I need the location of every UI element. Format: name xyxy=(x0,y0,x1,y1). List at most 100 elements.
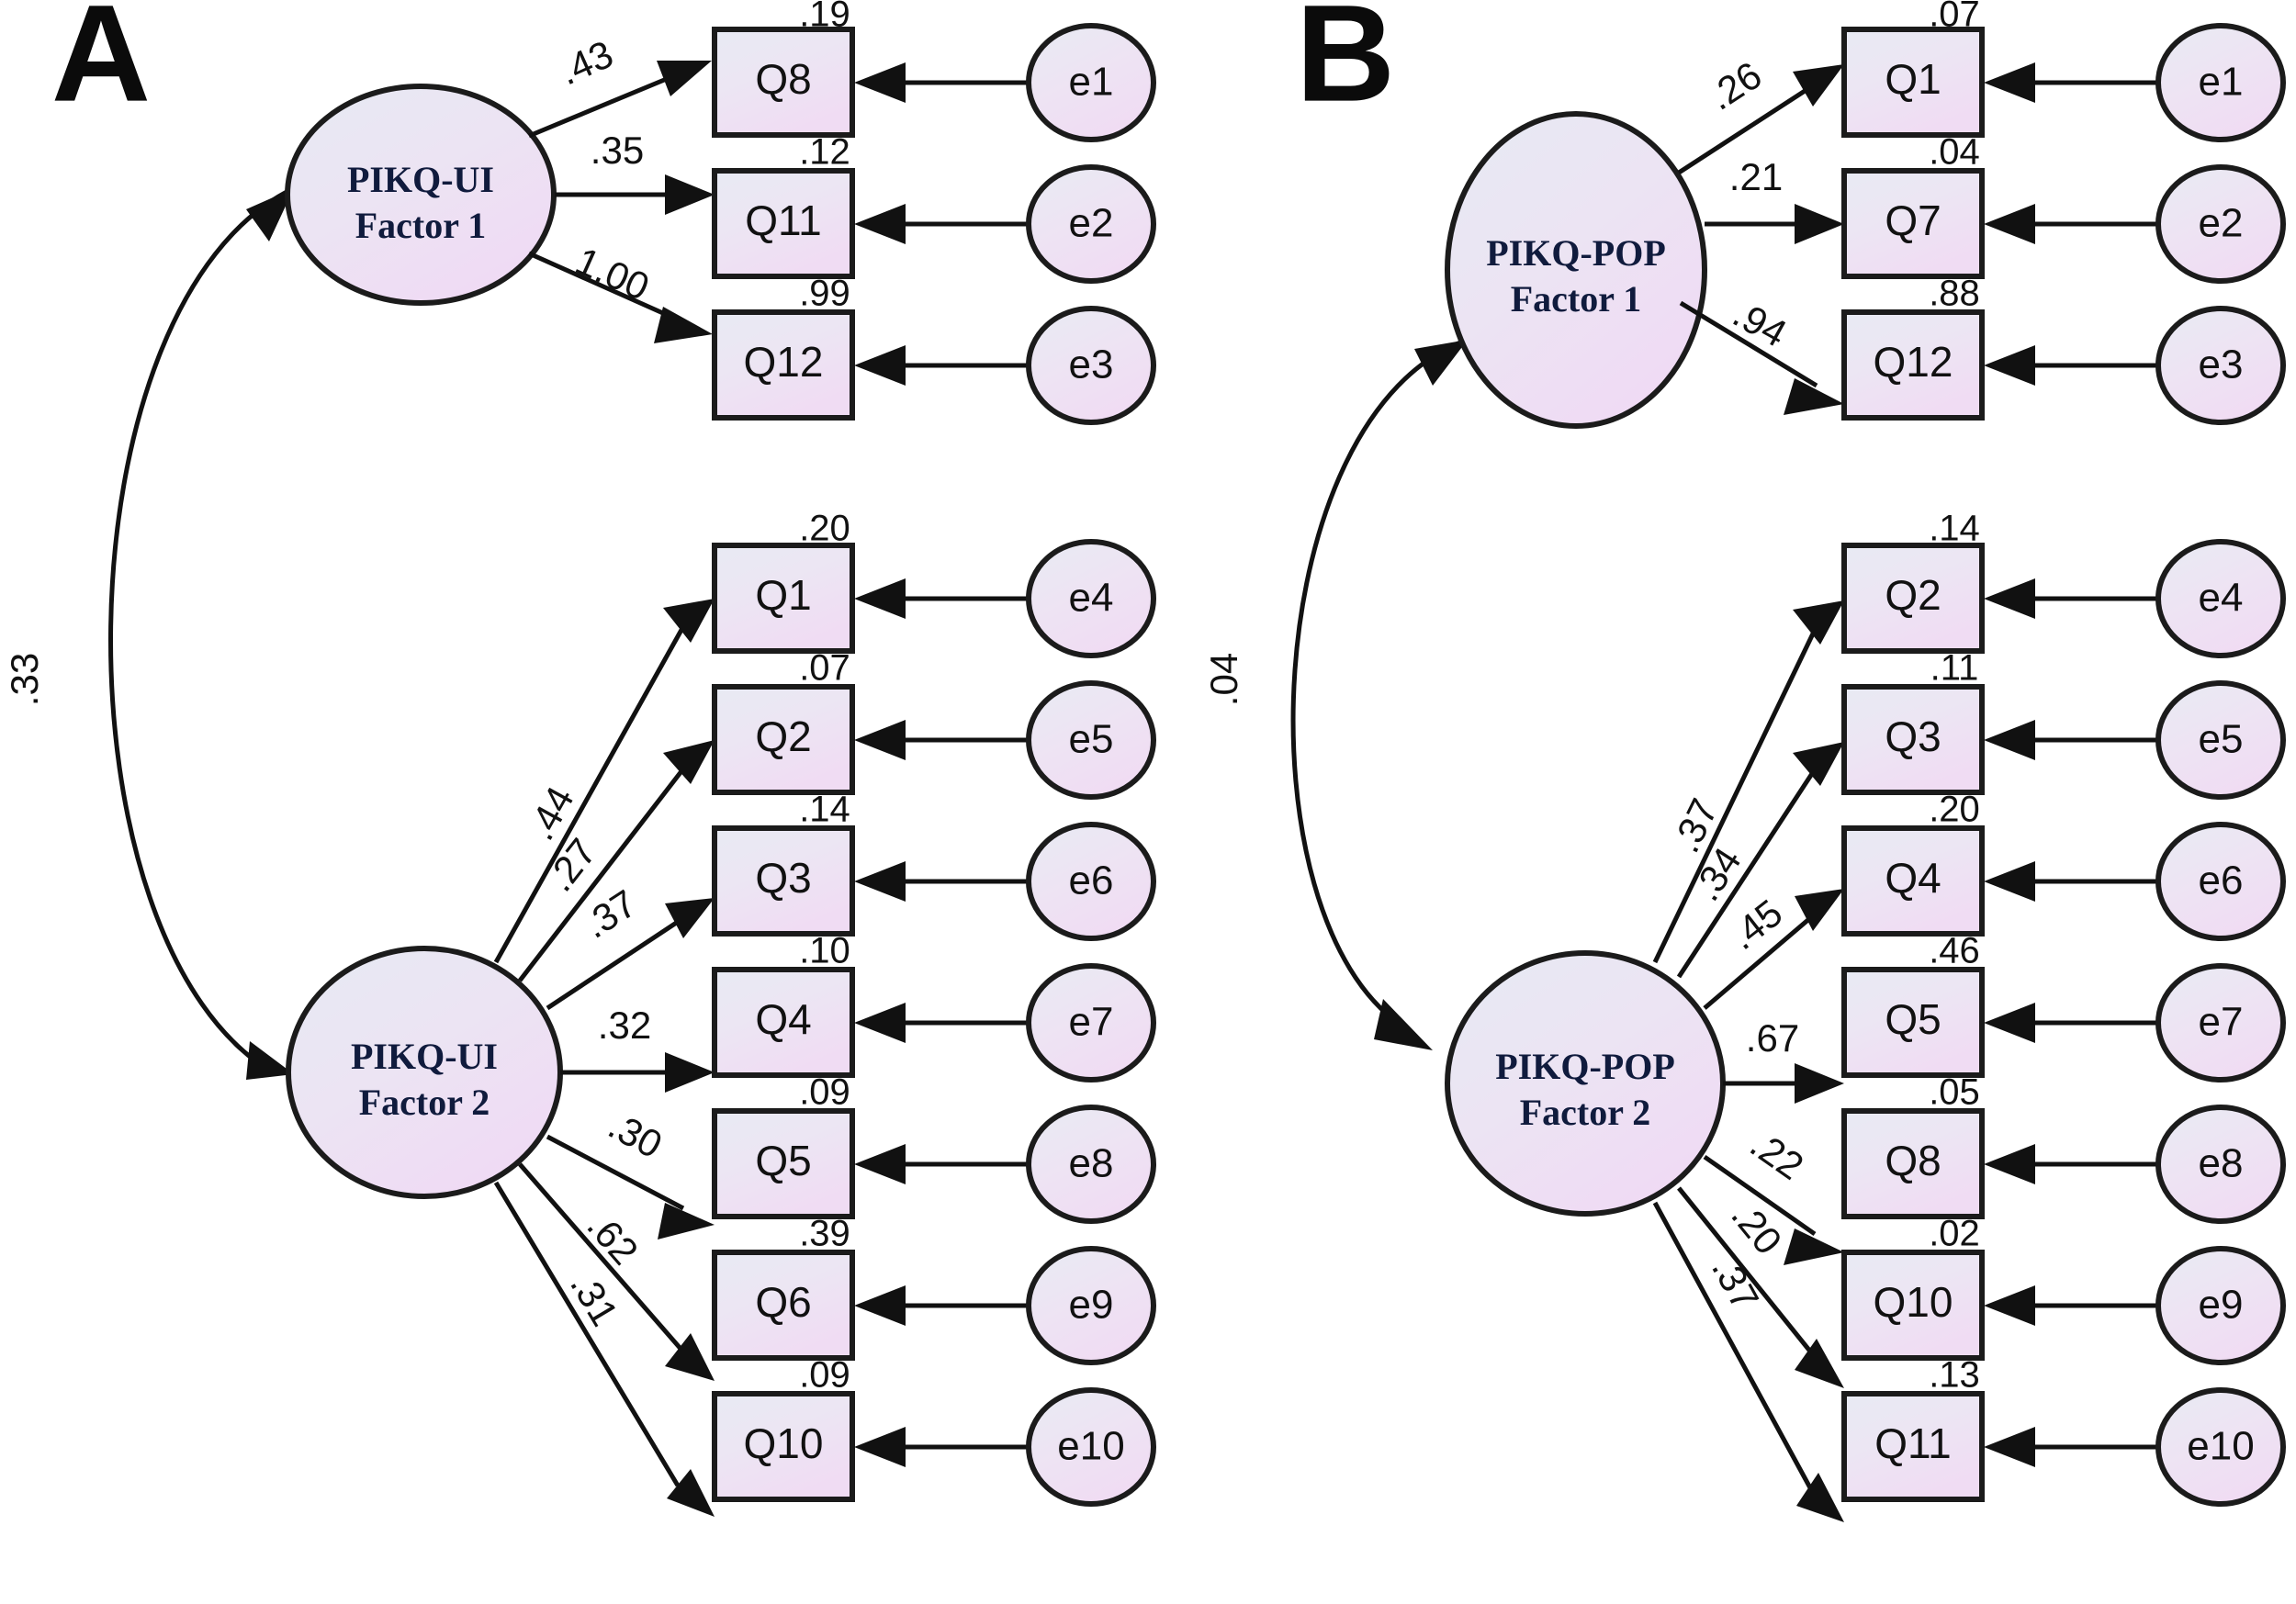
panel-a-error-arrow-e9 xyxy=(854,1285,906,1326)
panel-a-observed-box-q1[interactable] xyxy=(712,543,855,654)
panel-b-error-circle-e5[interactable] xyxy=(2155,680,2286,800)
panel-b-error-circle-e3[interactable] xyxy=(2155,306,2286,425)
panel-a-loading-arrow-q5 xyxy=(658,1203,715,1239)
panel-a-observed-box-q2[interactable] xyxy=(712,684,855,795)
panel-a-loading-line-q3 xyxy=(546,915,685,1011)
panel-a-correlation-arrowhead-bottom xyxy=(246,1041,294,1080)
panel-b-observed-label-q3: Q3 xyxy=(1885,712,1941,760)
panel-b-loading-line-q10 xyxy=(1677,1186,1817,1359)
panel-b-observed-label-q8: Q8 xyxy=(1885,1137,1941,1184)
panel-a-observed-box-q5[interactable] xyxy=(712,1108,855,1219)
panel-b-correlation-path xyxy=(1290,337,1469,1029)
panel-a-observed-box-q11[interactable] xyxy=(712,168,855,279)
panel-a-error-circle-e3[interactable] xyxy=(1026,306,1156,425)
panel-b-loading-line-q11 xyxy=(1652,1201,1816,1495)
panel-a-error-label-e2: e2 xyxy=(1069,201,1114,246)
panel-b-error-circle-e2[interactable] xyxy=(2155,164,2286,284)
panel-a-error-circle-e8[interactable] xyxy=(1026,1105,1156,1224)
panel-a-observed-label-q10: Q10 xyxy=(744,1419,824,1467)
panel-b-variance-q12: .88 xyxy=(1929,274,1980,314)
panel-b-factor2-name: PIKQ-POP xyxy=(1495,1046,1675,1087)
panel-b-error-label-e7: e7 xyxy=(2199,1000,2244,1045)
panel-a-error-circle-e6[interactable] xyxy=(1026,822,1156,941)
panel-a-observed-box-q3[interactable] xyxy=(712,825,855,937)
panel-b-factor1-ellipse[interactable] xyxy=(1445,111,1707,429)
panel-b-error-circle-e10[interactable] xyxy=(2155,1387,2286,1507)
panel-a-factor1-ellipse[interactable] xyxy=(285,84,557,306)
panel-a-error-circle-e1[interactable] xyxy=(1026,23,1156,142)
panel-b-observed-box-q12[interactable] xyxy=(1841,309,1985,421)
panel-b-observed-box-q3[interactable] xyxy=(1841,684,1985,795)
panel-b-observed-label-q11: Q11 xyxy=(1874,1419,1952,1467)
panel-b-error-label-e3: e3 xyxy=(2199,342,2244,387)
panel-a-variance-q3: .14 xyxy=(799,790,850,830)
panel-b-observed-label-q10: Q10 xyxy=(1874,1278,1953,1326)
panel-b-loading-line-q3 xyxy=(1676,768,1818,979)
panel-a-loading-arrow-q1 xyxy=(663,599,715,643)
panel-b-variance-q7: .04 xyxy=(1929,132,1980,173)
panel-a-error-label-e9: e9 xyxy=(1069,1283,1114,1328)
panel-a-error-arrow-e6 xyxy=(854,861,906,902)
panel-b-observed-box-q8[interactable] xyxy=(1841,1108,1985,1219)
panel-b-observed-box-q10[interactable] xyxy=(1841,1250,1985,1361)
panel-b-observed-box-q4[interactable] xyxy=(1841,825,1985,937)
panel-a-observed-box-q12[interactable] xyxy=(712,309,855,421)
panel-b-error-circle-e4[interactable] xyxy=(2155,539,2286,658)
panel-a-error-arrow-e5 xyxy=(854,720,906,760)
panel-a-observed-label-q8: Q8 xyxy=(755,55,811,103)
panel-a-loading-label-q4: .32 xyxy=(598,1004,651,1047)
panel-b-error-circle-e1[interactable] xyxy=(2155,23,2286,142)
panel-b-observed-box-q11[interactable] xyxy=(1841,1391,1985,1502)
panel-b-error-label-e4: e4 xyxy=(2199,576,2244,621)
panel-a-variance-q1: .20 xyxy=(799,509,850,549)
panel-a-error-circle-e7[interactable] xyxy=(1026,963,1156,1082)
panel-a-error-circle-e2[interactable] xyxy=(1026,164,1156,284)
panel-a-loading-line-q1 xyxy=(493,628,684,964)
panel-b-error-label-e8: e8 xyxy=(2199,1141,2244,1186)
panel-a-correlation-label: .33 xyxy=(3,653,46,706)
panel-a-loading-arrow-q12 xyxy=(654,307,713,343)
panel-a-observed-label-q3: Q3 xyxy=(755,854,811,902)
panel-b-loading-line-q4 xyxy=(1703,911,1818,1010)
panel-a-observed-label-q2: Q2 xyxy=(755,712,811,760)
panel-b-error-circle-e9[interactable] xyxy=(2155,1246,2286,1365)
panel-a-error-circle-e10[interactable] xyxy=(1026,1387,1156,1507)
panel-a-error-circle-e5[interactable] xyxy=(1026,680,1156,800)
panel-b-error-circle-e8[interactable] xyxy=(2155,1105,2286,1224)
panel-a-observed-box-q6[interactable] xyxy=(712,1250,855,1361)
panel-b-loading-arrow-q2 xyxy=(1793,600,1844,645)
panel-a-variance-q6: .39 xyxy=(799,1214,850,1254)
panel-a-error-arrow-e4 xyxy=(854,578,906,619)
panel-a-observed-box-q4[interactable] xyxy=(712,967,855,1078)
panel-b-factor1-name: PIKQ-POP xyxy=(1486,232,1666,274)
panel-a-observed-label-q5: Q5 xyxy=(755,1137,811,1184)
panel-b-error-arrow-e5 xyxy=(1984,720,2035,760)
panel-a-correlation-arrowhead-top xyxy=(246,188,294,241)
panel-a-loading-line-q2 xyxy=(518,769,683,982)
panel-b-error-label-e9: e9 xyxy=(2199,1283,2244,1328)
panel-b-error-circle-e7[interactable] xyxy=(2155,963,2286,1082)
panel-a-error-circle-e4[interactable] xyxy=(1026,539,1156,658)
panel-a-observed-box-q8[interactable] xyxy=(712,27,855,138)
panel-b-error-arrow-e6 xyxy=(1984,861,2035,902)
panel-a-factor1-sub: Factor 1 xyxy=(355,205,487,246)
panel-b-correlation-arrowhead-bottom xyxy=(1374,999,1433,1050)
panel-a-error-arrow-e8 xyxy=(854,1144,906,1184)
panel-a-variance-q4: .10 xyxy=(799,931,850,971)
panel-b-observed-box-q5[interactable] xyxy=(1841,967,1985,1078)
panel-a-variance-q11: .12 xyxy=(799,132,850,173)
panel-b-observed-label-q2: Q2 xyxy=(1885,571,1941,619)
panel-b-loading-arrow-q5 xyxy=(1795,1063,1844,1104)
panel-a-error-circle-e9[interactable] xyxy=(1026,1246,1156,1365)
panel-b-loading-arrow-q12 xyxy=(1784,378,1844,415)
panel-b-observed-box-q1[interactable] xyxy=(1841,27,1985,138)
panel-b-loading-line-q2 xyxy=(1652,628,1818,964)
panel-a-observed-box-q10[interactable] xyxy=(712,1391,855,1502)
panel-b-observed-box-q7[interactable] xyxy=(1841,168,1985,279)
panel-b-error-circle-e6[interactable] xyxy=(2155,822,2286,941)
panel-b-error-label-e5: e5 xyxy=(2199,717,2244,762)
panel-a-loading-line-q10 xyxy=(493,1181,681,1487)
panel-b-observed-box-q2[interactable] xyxy=(1841,543,1985,654)
panel-a-factor2-sub: Factor 2 xyxy=(359,1082,490,1123)
panel-a-error-label-e6: e6 xyxy=(1069,858,1114,903)
